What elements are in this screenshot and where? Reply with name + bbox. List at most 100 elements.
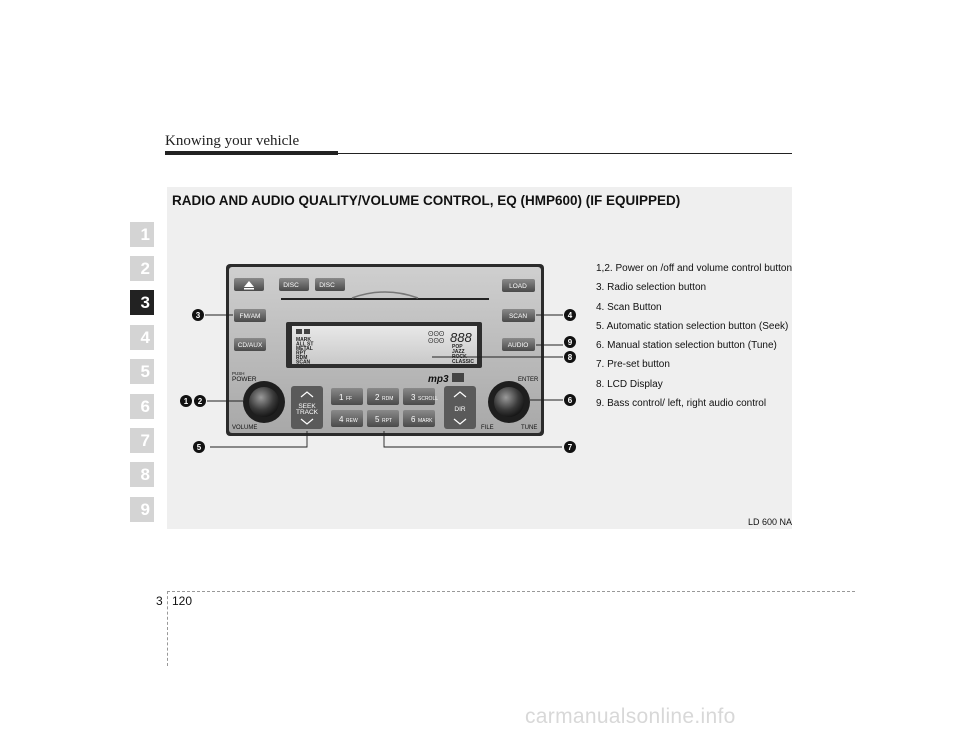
svg-text:RDM: RDM: [296, 355, 307, 361]
chapter-tab-9[interactable]: 9: [130, 497, 154, 522]
svg-text:8: 8: [568, 353, 573, 362]
track-label: TRACK: [296, 409, 319, 416]
svg-text:4: 4: [339, 415, 344, 424]
svg-text:ALL ST: ALL ST: [296, 342, 313, 348]
cd-logo-icon: [452, 373, 464, 382]
scan-button: [502, 309, 535, 322]
header-rule-thick: [165, 151, 338, 155]
watermark: carmanualsonline.info: [525, 705, 736, 728]
svg-text:RPT: RPT: [296, 351, 306, 357]
disc-down-label: DISC: [283, 282, 299, 289]
preset-3-button: [403, 388, 435, 405]
fm-am-label: FM/AM: [240, 313, 261, 320]
svg-text:6: 6: [568, 396, 573, 405]
seek-track-button: [291, 386, 323, 429]
preset-6-button: [403, 410, 435, 427]
callout-4: [564, 309, 576, 321]
chevron-down-icon: [453, 418, 467, 425]
description-item: 3. Radio selection button: [596, 282, 707, 294]
chapter-tab-2[interactable]: 2: [130, 256, 154, 281]
load-label: LOAD: [509, 283, 527, 290]
svg-text:7: 7: [568, 443, 573, 452]
chapter-tab-4[interactable]: 4: [130, 325, 154, 350]
chapter-tab-5[interactable]: 5: [130, 359, 154, 384]
disc-up-button: [315, 278, 345, 291]
svg-text:6: 6: [411, 415, 416, 424]
description-item: 8. LCD Display: [596, 378, 663, 390]
audio-button: [502, 338, 535, 351]
svg-text:3: 3: [411, 393, 416, 402]
svg-text:SCAN: SCAN: [296, 360, 311, 366]
svg-text:1: 1: [184, 397, 189, 406]
chapter-tab-3[interactable]: 3: [130, 290, 154, 315]
svg-text:2: 2: [375, 393, 380, 402]
svg-text:MARK: MARK: [418, 418, 433, 424]
chevron-up-icon: [300, 391, 314, 398]
footer-chapter-number: 3: [156, 594, 163, 608]
description-item: 1,2. Power on /off and volume control bu…: [596, 263, 793, 274]
svg-text:MARK: MARK: [296, 337, 311, 343]
svg-text:ʘʘʘ: ʘʘʘ: [428, 338, 445, 345]
svg-text:mp3: mp3: [428, 374, 449, 385]
callout-1: [180, 395, 192, 407]
svg-text:FILE: FILE: [481, 425, 494, 431]
svg-text:5: 5: [375, 415, 380, 424]
section-title: Knowing your vehicle: [165, 133, 300, 149]
svg-text:2: 2: [198, 397, 203, 406]
chapter-tab-6[interactable]: 6: [130, 394, 154, 419]
audio-label: AUDIO: [508, 342, 529, 349]
svg-text:METAL: METAL: [296, 346, 313, 352]
callout-5: [193, 441, 205, 453]
svg-text:RDM: RDM: [382, 396, 393, 402]
svg-text:CLASSIC: CLASSIC: [452, 359, 474, 365]
fm-am-button: [234, 309, 266, 322]
description-item: 6. Manual station selection button (Tune…: [596, 340, 777, 352]
svg-text:JAZZ: JAZZ: [452, 349, 465, 355]
svg-text:ROCK: ROCK: [452, 354, 467, 360]
description-item: 4. Scan Button: [596, 301, 662, 313]
chapter-tab-7[interactable]: 7: [130, 428, 154, 453]
cd-aux-button: [234, 338, 266, 351]
figure-code: LD 600 NA: [748, 517, 793, 527]
svg-text:RPT: RPT: [382, 418, 392, 424]
figure-title: RADIO AND AUDIO QUALITY/VOLUME CONTROL, …: [172, 193, 681, 208]
svg-text:SCROLL: SCROLL: [418, 396, 438, 402]
load-button: [502, 279, 535, 292]
chapter-tab-8[interactable]: 8: [130, 462, 154, 487]
description-item: 5. Automatic station selection button (S…: [596, 320, 789, 332]
description-item: 7. Pre-set button: [596, 359, 670, 371]
svg-text:TUNE: TUNE: [521, 425, 537, 431]
svg-text:FF: FF: [346, 396, 352, 402]
callout-7: [564, 441, 576, 453]
footer-vertical-rule: [167, 591, 168, 666]
preset-4-button: [331, 410, 363, 427]
footer-page-number: 120: [172, 594, 193, 608]
callout-8: [564, 351, 576, 363]
disc-down-button: [279, 278, 309, 291]
disc-up-label: DISC: [319, 282, 335, 289]
svg-text:POWER: POWER: [232, 376, 257, 383]
header-rule-thin: [338, 153, 792, 154]
svg-text:4: 4: [568, 311, 573, 320]
lcd-display: [292, 326, 477, 364]
callout-description-list: 1,2. Power on /off and volume control bu…: [596, 263, 792, 417]
svg-text:3: 3: [196, 311, 201, 320]
dir-label: DIR: [454, 406, 466, 413]
lcd-digits: 888: [450, 330, 472, 345]
scan-label: SCAN: [509, 313, 527, 320]
svg-text:ENTER: ENTER: [518, 377, 539, 383]
preset-1-button: [331, 388, 363, 405]
svg-text:REW: REW: [346, 418, 358, 424]
preset-2-button: [367, 388, 399, 405]
callout-6: [564, 394, 576, 406]
dir-button: [444, 386, 476, 429]
chevron-up-icon: [453, 391, 467, 398]
preset-5-button: [367, 410, 399, 427]
svg-text:POP: POP: [452, 344, 463, 350]
svg-text:1: 1: [339, 393, 344, 402]
cd-aux-label: CD/AUX: [238, 342, 263, 349]
chapter-tab-1[interactable]: 1: [130, 222, 154, 247]
eject-icon: [244, 281, 254, 287]
svg-text:PUSH: PUSH: [232, 371, 245, 376]
